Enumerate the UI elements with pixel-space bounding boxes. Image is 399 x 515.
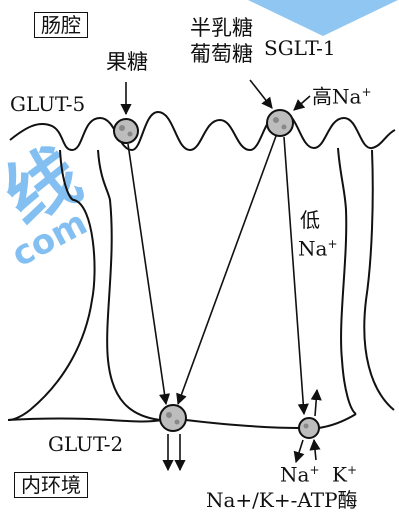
glut5-label: GLUT-5 (10, 94, 85, 114)
middle-cell-left-membrane (98, 150, 160, 420)
low-na-label: Na+ (298, 238, 338, 259)
right-cell-membrane (364, 150, 394, 410)
glut5-transporter (114, 119, 138, 143)
galactose-label: 半乳糖 (190, 18, 253, 39)
low-label: 低 (300, 210, 320, 230)
sglt1-transporter (267, 110, 293, 136)
arrow-na-out-top (315, 390, 317, 416)
high-na-label: 高Na+ (312, 86, 372, 107)
glut2-label: GLUT-2 (48, 434, 123, 454)
arrow-sglt1-na-to-atpase (284, 137, 304, 414)
arrow-na-out-cell (296, 440, 303, 462)
sglt1-label: SGLT-1 (264, 38, 336, 58)
arrow-na-in (294, 96, 310, 110)
apical-membrane (10, 112, 395, 150)
fructose-label: 果糖 (106, 52, 148, 73)
na-k-atpase-transporter (299, 418, 319, 438)
arrow-sglt1-to-glut2 (178, 136, 276, 404)
k-plus-label: K+ (332, 464, 357, 485)
left-cell-membrane (8, 150, 95, 420)
na-plus-label: Na+ (280, 464, 320, 485)
middle-cell-right-membrane (338, 148, 356, 414)
arrow-k-into-cell (314, 440, 316, 460)
glut2-transporter (160, 405, 186, 431)
arrow-glut5-to-glut2 (128, 144, 166, 404)
internal-env-label: 内环境 (14, 472, 88, 498)
glucose-label: 葡萄糖 (190, 44, 253, 65)
lumen-label: 肠腔 (34, 12, 88, 38)
atpase-label: Na+/K+-ATP酶 (206, 490, 358, 510)
arrow-galactose-in (250, 80, 272, 108)
